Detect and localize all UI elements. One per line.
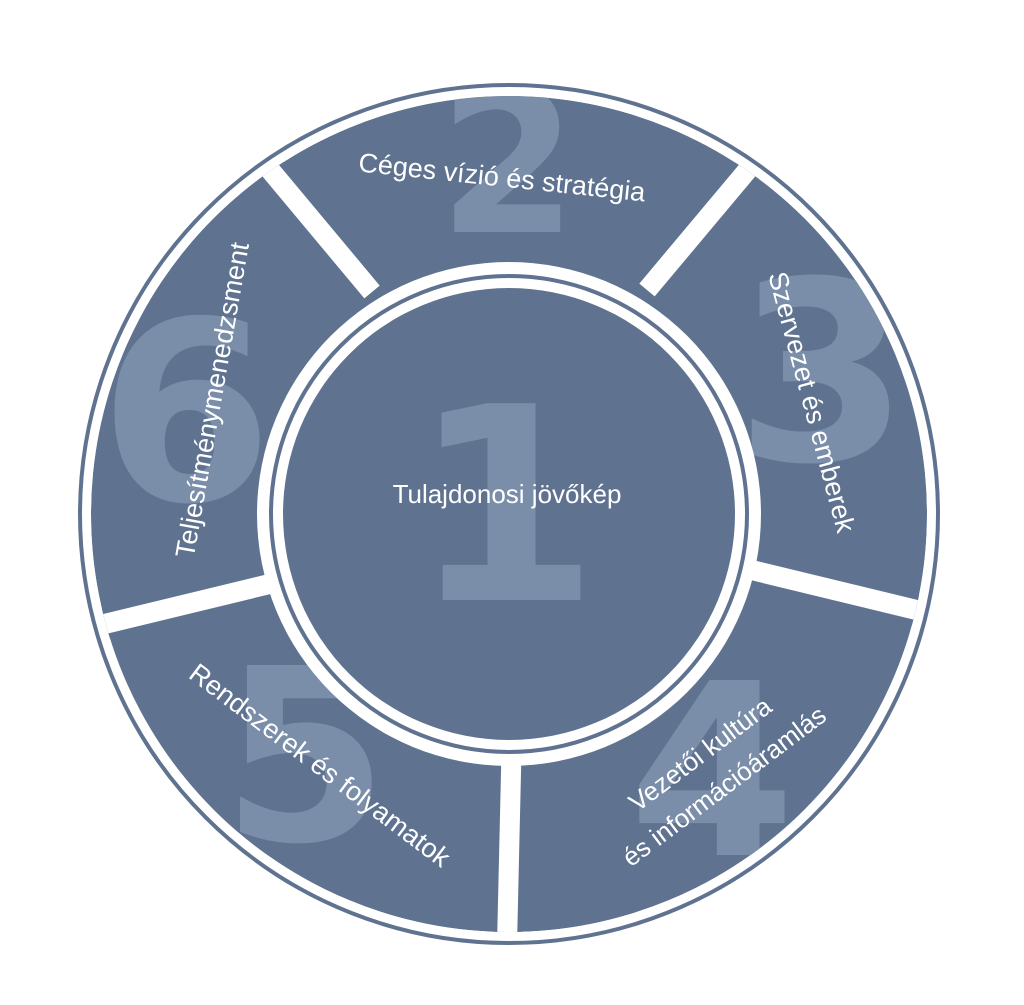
center-number: 1 <box>411 349 599 664</box>
segment-separator <box>639 141 774 297</box>
segment-separator <box>91 570 289 640</box>
segment-separator <box>728 555 927 625</box>
segment-separators <box>91 131 927 932</box>
center-label: Tulajdonosi jövőkép <box>393 479 622 509</box>
center-disc <box>283 288 735 740</box>
segment-number: 2 <box>438 47 577 280</box>
